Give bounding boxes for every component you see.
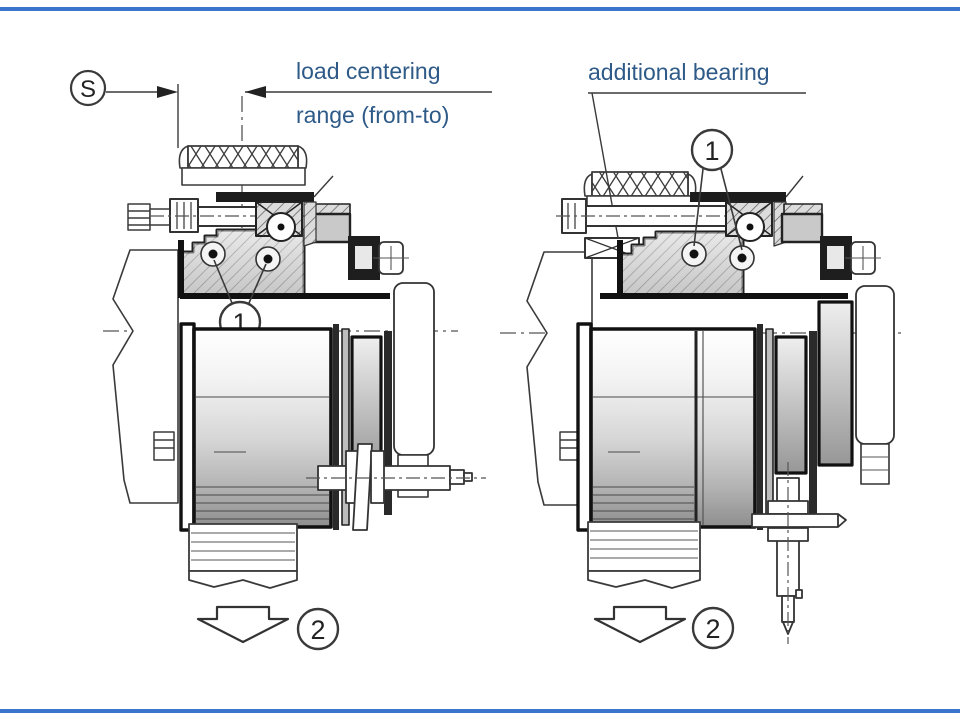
- callout-2-left-label: 2: [310, 615, 325, 645]
- bearing-ball-dot: [737, 253, 747, 263]
- gear-cap-left: [311, 203, 351, 215]
- dimension-arrow-left-icon: [245, 86, 266, 98]
- callout-2-right-circle: [691, 606, 735, 650]
- bearing-cap-core-right: [827, 246, 844, 269]
- gear-block-right: [780, 212, 824, 244]
- rope-coils-left: [188, 523, 298, 589]
- load-centering-label-line1: load centering: [296, 58, 441, 84]
- shaft-stub-right: [855, 285, 895, 445]
- shaft-stub-left: [393, 282, 435, 456]
- drum-wrap-lines-right: [593, 396, 753, 520]
- s-marker-circle: [69, 69, 107, 107]
- dimension-arrow-right-icon: [157, 86, 178, 98]
- down-arrow-icon-left: [196, 605, 290, 644]
- drum-flange-bar: [765, 328, 774, 526]
- callout-2-left-circle: [296, 607, 340, 651]
- seal-wedge-left: [303, 201, 317, 247]
- s-marker-label: S: [80, 76, 96, 103]
- limit-switch-pin-right: [751, 462, 847, 644]
- page-rule-top: [0, 7, 960, 11]
- bearing-ball-dot: [689, 249, 699, 259]
- housing-top-plate-left: [216, 192, 314, 202]
- rope-break-edge-left: [188, 570, 298, 589]
- drum-flange-bar: [384, 331, 392, 515]
- drum-flange-bar: [341, 328, 350, 526]
- drum-flange-bar: [757, 324, 763, 530]
- gear-cap-right: [783, 203, 823, 215]
- rope-break-edge-right: [587, 570, 701, 589]
- frame-panel-left: [112, 249, 179, 504]
- coupling-hub-right: [817, 300, 854, 467]
- limit-switch-pin-left: [306, 443, 486, 531]
- bevel-bearing-right: [725, 201, 773, 242]
- page-rule-bottom: [0, 709, 960, 713]
- housing-top-plate-right: [690, 192, 786, 202]
- frame-bolt-bottom-left: [153, 431, 175, 461]
- drum-flange-bar: [809, 331, 817, 515]
- callout-1-right: 1: [690, 128, 743, 251]
- gear-block-left: [308, 212, 352, 244]
- callout-1-right-circle: [690, 128, 734, 172]
- callout-2-left: 2: [296, 607, 340, 651]
- hex-bolt-left: [373, 241, 409, 275]
- additional-bearing-label: additional bearing: [588, 59, 770, 85]
- shaft-nut-right: [860, 443, 890, 485]
- bearing-cap-core-left: [355, 246, 372, 269]
- dimension-load-centering: S load centering range (from-to): [69, 58, 492, 148]
- rope-coils-right: [587, 521, 701, 589]
- hex-bolt-right: [845, 241, 881, 275]
- rope-cross-section-left: [187, 145, 299, 169]
- drum-barrel-right: [589, 327, 757, 529]
- bevel-bearing-left: [255, 201, 303, 242]
- callout-2-right-label: 2: [705, 614, 720, 644]
- bearing-ball-dot: [208, 249, 218, 259]
- bearing-ball-dot: [263, 254, 273, 264]
- drum-barrel-left: [192, 327, 333, 529]
- right-assembly: additional bearing: [500, 59, 902, 650]
- drum-wrap-lines-left: [196, 396, 329, 520]
- left-assembly: S load centering range (from-to): [69, 58, 492, 651]
- gear-housing-right: [556, 175, 881, 299]
- down-arrow-icon-right: [593, 605, 687, 644]
- coupling-slab-right: [774, 335, 808, 475]
- rope-guide-left: [178, 145, 308, 186]
- callout-2-right: 2: [691, 606, 735, 650]
- drum-flange-bar: [333, 324, 339, 530]
- gear-housing-left: [150, 175, 409, 299]
- callout-1-right-label: 1: [704, 136, 719, 166]
- load-centering-label-line2: range (from-to): [296, 102, 449, 128]
- rope-drum-right: [576, 285, 895, 532]
